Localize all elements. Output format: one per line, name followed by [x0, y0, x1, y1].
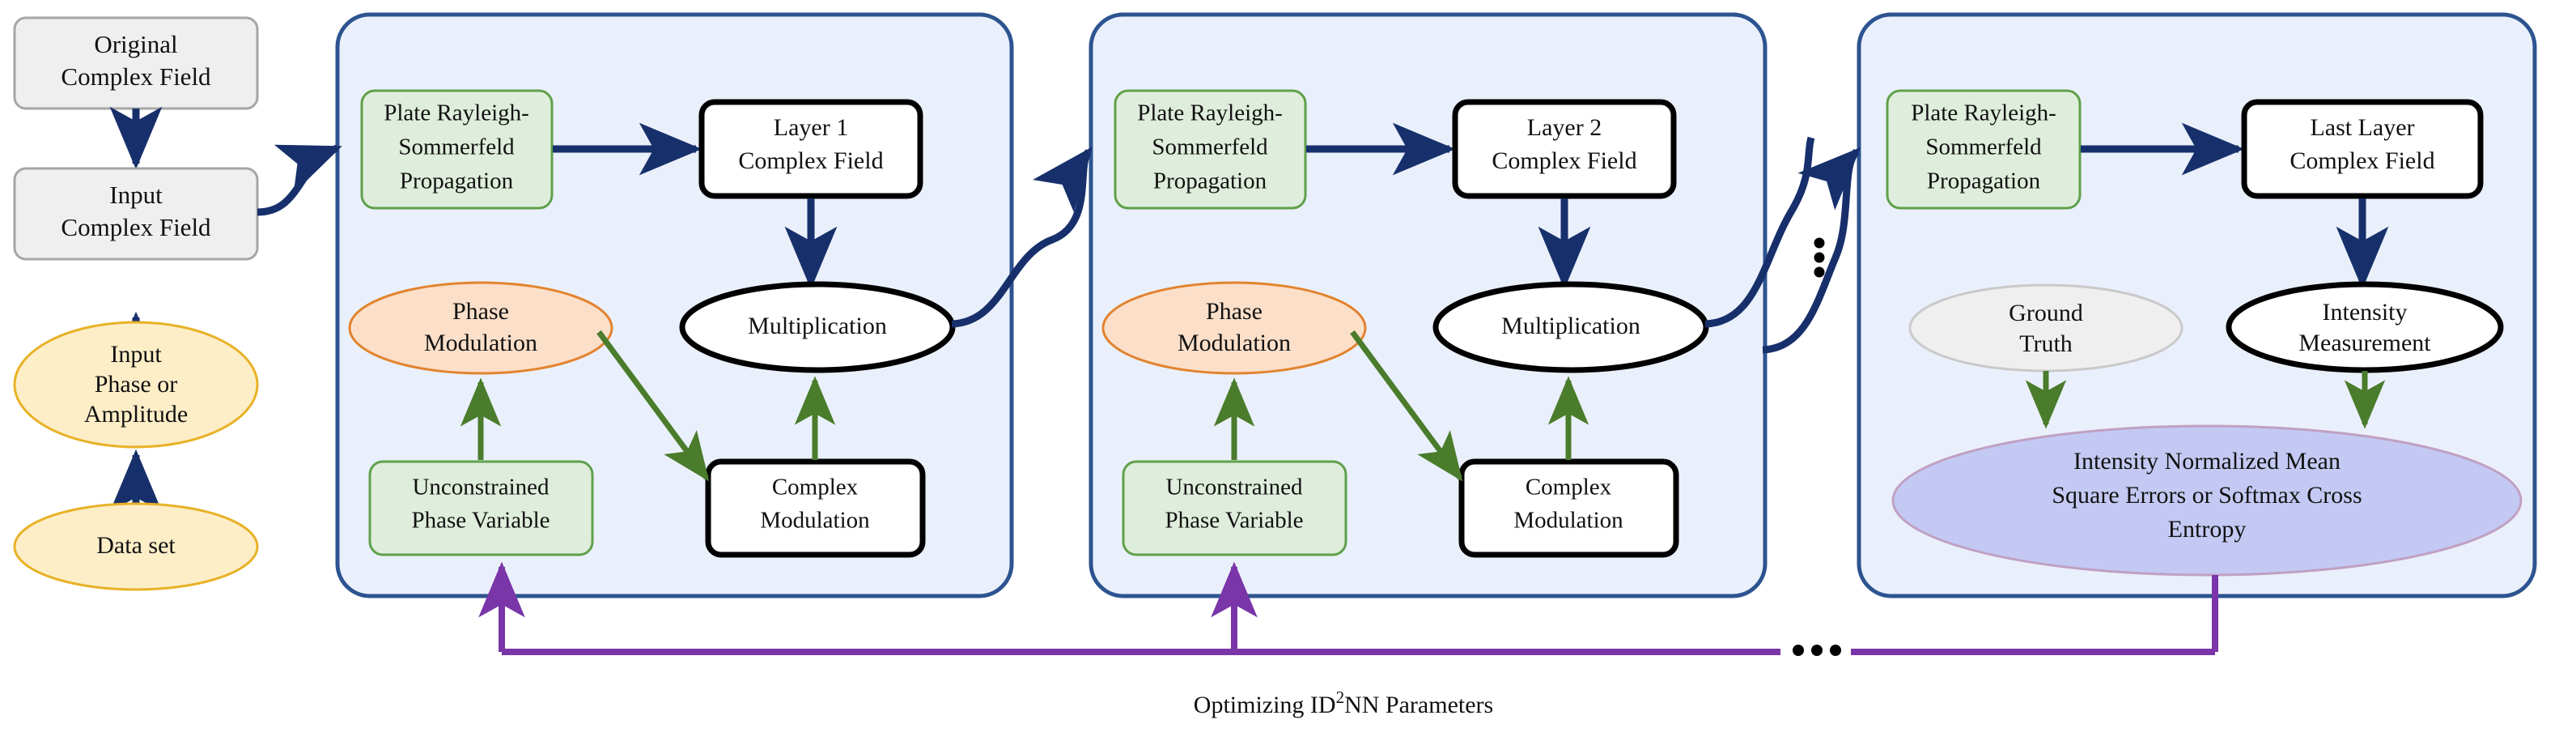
layer1-unconstrained-box[interactable] [368, 460, 594, 556]
intensity-measurement-ellipse[interactable] [2226, 281, 2504, 373]
layer2-unconstrained-label-2: Phase Variable [1165, 508, 1304, 534]
input-phase-or-amplitude-ellipse[interactable] [13, 321, 259, 449]
input-phase-label-1: Input [110, 341, 162, 368]
layer2-phase-mod-label-1: Phase [1206, 298, 1263, 325]
layer1-complex-mod-label-2: Modulation [760, 508, 870, 534]
layer1-unconstrained-label-1: Unconstrained [412, 475, 550, 500]
ground-truth-label-2: Truth [2019, 330, 2073, 357]
layer1-complex-modulation-box[interactable] [705, 458, 926, 558]
horizontal-ellipsis-dot-2 [1811, 645, 1823, 656]
layer2-field-label-1: Layer 2 [1527, 114, 1602, 141]
data-set-ellipse[interactable] [13, 502, 259, 591]
figure-caption: Optimizing ID2NN Parameters [1194, 688, 1493, 718]
layer1-propagation-label-3: Propagation [400, 168, 514, 194]
last-layer-field-label-1: Last Layer [2310, 114, 2414, 141]
ground-truth-ellipse[interactable] [1908, 283, 2183, 373]
loss-function-ellipse[interactable] [1891, 424, 2523, 577]
layer2-complex-mod-label-1: Complex [1526, 475, 1612, 500]
last-layer-field-label-2: Complex Field [2290, 147, 2434, 174]
loss-label-3: Entropy [2168, 516, 2247, 543]
layer2-complex-modulation-box[interactable] [1458, 458, 1679, 558]
arrow-layer2-phasemod-to-complexmod [1350, 330, 1463, 482]
layer2-phase-mod-label-2: Modulation [1178, 330, 1291, 356]
intensity-measurement-label-2: Measurement [2298, 330, 2431, 356]
layer1-complex-mod-label-1: Complex [772, 475, 859, 500]
arrow-layer1-phasemod-to-complexmod [596, 330, 710, 482]
layer2-field-label-2: Complex Field [1492, 147, 1636, 174]
input-complex-field-label-2: Complex Field [61, 213, 211, 241]
ground-truth-label-1: Ground [2009, 300, 2083, 326]
last-layer-propagation-label-3: Propagation [1927, 168, 2041, 194]
connector-to-last-layer [1762, 147, 1861, 354]
intensity-measurement-label-1: Intensity [2323, 299, 2408, 326]
data-set-label: Data set [96, 532, 176, 559]
original-complex-field-label-2: Complex Field [61, 62, 211, 91]
layer2-complex-mod-label-2: Modulation [1513, 508, 1623, 534]
last-layer-propagation-label-2: Sommerfeld [1925, 134, 2042, 160]
layer1-propagation-label-1: Plate Rayleigh- [384, 100, 529, 126]
layer2-unconstrained-label-1: Unconstrained [1165, 475, 1303, 500]
loss-label-1: Intensity Normalized Mean [2073, 448, 2340, 475]
layer2-propagation-label-1: Plate Rayleigh- [1137, 100, 1283, 126]
connector-layer1-to-layer2 [951, 147, 1093, 328]
layer1-phase-mod-label-1: Phase [452, 298, 509, 325]
layer1-phase-modulation-ellipse[interactable] [348, 281, 613, 375]
input-phase-label-3: Amplitude [84, 401, 188, 428]
caption-prefix: Optimizing ID [1194, 692, 1336, 718]
last-layer-propagation-box[interactable] [1886, 89, 2082, 210]
layer2-complex-field-box[interactable] [1452, 99, 1677, 199]
layer2-unconstrained-box[interactable] [1122, 460, 1347, 556]
layer1-propagation-label-2: Sommerfeld [398, 134, 515, 160]
layer1-propagation-box[interactable] [360, 89, 554, 210]
layer1-phase-mod-label-2: Modulation [424, 330, 537, 356]
vertical-ellipsis-dot-3 [1814, 266, 1825, 278]
layer2-multiplication-label: Multiplication [1501, 313, 1640, 339]
last-layer-propagation-label-1: Plate Rayleigh- [1911, 100, 2056, 126]
caption-superscript: 2 [1336, 688, 1345, 707]
horizontal-ellipsis-dot-1 [1793, 645, 1804, 656]
layer1-complex-field-box[interactable] [698, 99, 923, 199]
connector-input-to-layer1 [257, 144, 342, 216]
layer1-field-label-2: Complex Field [738, 147, 883, 174]
last-layer-complex-field-box[interactable] [2241, 99, 2484, 199]
original-complex-field-label-1: Original [94, 30, 177, 58]
layer1-unconstrained-label-2: Phase Variable [412, 508, 550, 534]
layer2-propagation-label-2: Sommerfeld [1152, 134, 1268, 160]
layer2-phase-modulation-ellipse[interactable] [1101, 281, 1367, 375]
vertical-ellipsis-dot-1 [1814, 237, 1825, 249]
vertical-ellipsis-dot-2 [1814, 252, 1825, 263]
input-complex-field-label-1: Input [109, 181, 163, 209]
layer1-multiplication-label: Multiplication [748, 313, 887, 339]
horizontal-ellipsis-dot-3 [1830, 645, 1841, 656]
input-phase-label-2: Phase or [95, 371, 177, 398]
caption-suffix: NN Parameters [1344, 692, 1493, 718]
layer2-propagation-label-3: Propagation [1153, 168, 1267, 194]
loss-label-2: Square Errors or Softmax Cross [2052, 482, 2362, 509]
layer1-field-label-1: Layer 1 [774, 114, 848, 141]
layer2-propagation-box[interactable] [1114, 89, 1307, 210]
